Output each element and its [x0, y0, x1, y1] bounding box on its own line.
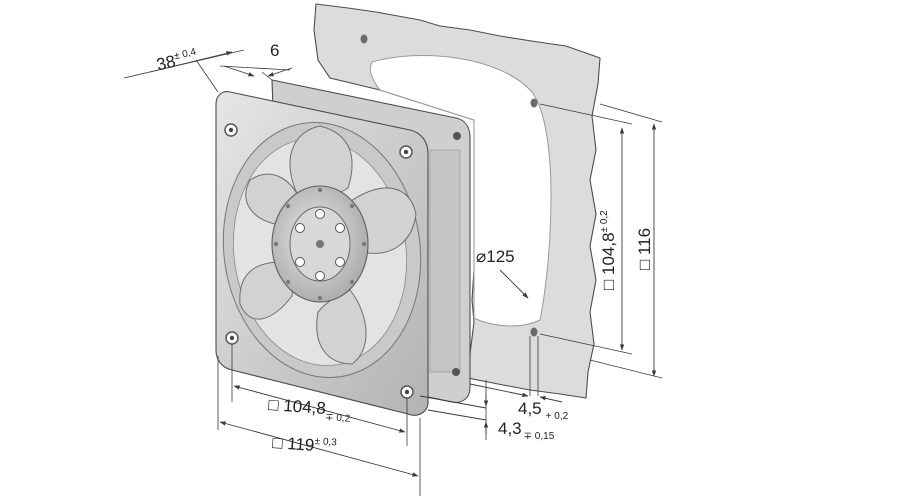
depth-value: 38	[155, 52, 178, 75]
fan-front-frame	[215, 91, 429, 416]
vertical-spacing-tolerance: ± 0,2	[599, 210, 610, 233]
dimension-depth: 38± 0,4	[123, 46, 245, 93]
horizontal-spacing-tolerance: ∓ 0,2	[325, 412, 351, 425]
horizontal-spacing-value: □ 104,8	[268, 395, 327, 418]
fan-blades	[239, 125, 417, 365]
frame-width-value: □ 119	[272, 433, 315, 455]
dimension-panel-hole-diameter: 4,5 + 0,2	[469, 336, 569, 422]
dimension-panel-height: □ 116	[589, 103, 663, 379]
dimension-fan-hole-diameter: 4,3∓ 0,15	[419, 380, 555, 442]
mounting-panel	[313, 3, 601, 399]
svg-text:□ 104,8∓ 0,2: □ 104,8∓ 0,2	[267, 395, 352, 425]
frame-corner-holes	[224, 123, 414, 399]
fan-hole-tolerance: ∓ 0,15	[524, 431, 555, 442]
panel-hole-tolerance: + 0,2	[546, 411, 569, 422]
dimension-diameter: ⌀125	[476, 247, 529, 299]
dimension-flange: 6	[219, 41, 293, 81]
svg-text:4,3∓ 0,15: 4,3∓ 0,15	[498, 419, 555, 442]
panel-hole-value: 4,5	[518, 399, 542, 418]
panel-hole-top-left	[360, 34, 368, 44]
fan-hole-value: 4,3	[498, 419, 522, 438]
vertical-spacing-value: □ 104,8	[599, 232, 618, 290]
panel-hole-top-right	[530, 98, 538, 108]
svg-text:□ 104,8± 0,2: □ 104,8± 0,2	[599, 210, 618, 290]
diameter-value: ⌀125	[476, 247, 515, 266]
panel-hole-bottom-right	[530, 327, 538, 337]
panel-height-value: □ 116	[635, 228, 654, 270]
svg-text:4,5+ 0,2: 4,5 + 0,2	[518, 399, 569, 422]
svg-text:38± 0,4: 38± 0,4	[155, 46, 200, 74]
flange-value: 6	[270, 41, 279, 60]
fan-hub	[271, 185, 369, 303]
depth-tolerance: ± 0,4	[173, 46, 198, 62]
svg-text:□ 119± 0,3: □ 119± 0,3	[272, 433, 338, 456]
frame-width-tolerance: ± 0,3	[314, 436, 337, 449]
dimension-frame-width: □ 119± 0,3	[217, 356, 421, 496]
dimension-vertical-hole-spacing: □ 104,8± 0,2	[539, 103, 633, 355]
